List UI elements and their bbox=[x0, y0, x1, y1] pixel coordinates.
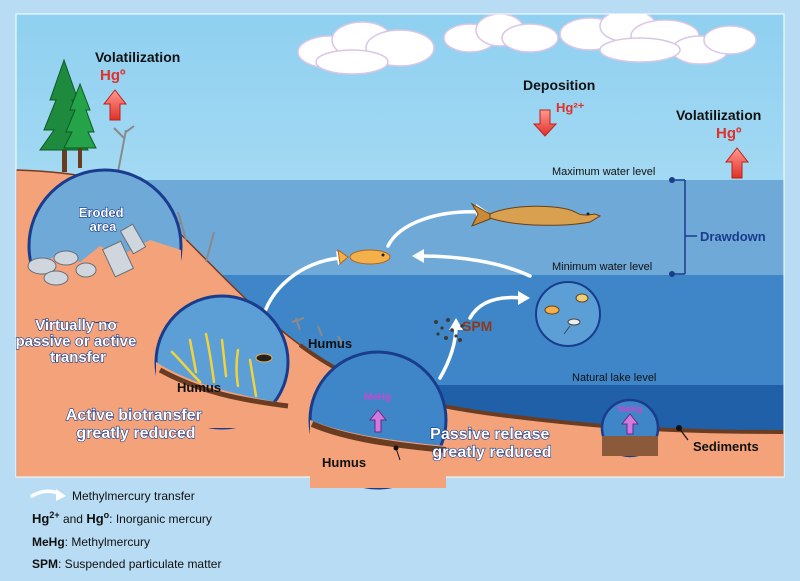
passive-release-label: Passive release greatly reduced bbox=[430, 426, 554, 461]
legend-arrowhead-icon bbox=[56, 489, 66, 501]
minimum-water-level-label: Minimum water level bbox=[552, 261, 652, 273]
eroded-area-label: Eroded area bbox=[79, 205, 127, 234]
legend: Methylmercury transfer Hg2+ and Hgo: Ino… bbox=[30, 489, 221, 571]
legend-inorganic-mercury: Hg2+ and Hgo: Inorganic mercury bbox=[32, 510, 212, 526]
legend-hg2-term: Hg bbox=[32, 511, 49, 526]
eroded-area-circle bbox=[27, 168, 183, 324]
volatilization-arrow-left-icon bbox=[102, 89, 128, 121]
active-biotransfer-line-2: greatly reduced bbox=[76, 425, 195, 442]
mehg-sediment-arrow-icon bbox=[620, 413, 640, 435]
legend-spm-term: SPM bbox=[32, 557, 58, 571]
humus-label-1: Humus bbox=[177, 380, 221, 395]
mehg-label-1: MeHg bbox=[364, 392, 391, 403]
eroded-area-line: area bbox=[90, 219, 118, 234]
volatilization-left-label: Volatilization bbox=[95, 49, 180, 65]
deposition-arrow-icon bbox=[532, 109, 558, 137]
volatilization-right-label: Volatilization bbox=[676, 107, 761, 123]
hg2-label: Hg²⁺ bbox=[556, 100, 585, 115]
humus-label-3: Humus bbox=[322, 455, 366, 470]
legend-mehg-term: MeHg bbox=[32, 535, 65, 549]
natural-lake-level-label: Natural lake level bbox=[572, 372, 656, 384]
legend-and: and bbox=[60, 512, 87, 526]
hg0-left-label: Hgº bbox=[100, 67, 126, 84]
legend-spm: SPM: Suspended particulate matter bbox=[32, 557, 221, 571]
roots-circle bbox=[154, 294, 290, 430]
passive-release-circle bbox=[308, 350, 448, 490]
pike-icon bbox=[470, 202, 602, 227]
dead-tree-icon bbox=[113, 125, 135, 173]
sediments-label: Sediments bbox=[693, 439, 759, 454]
whitefish-icon bbox=[337, 248, 391, 265]
legend-methylmercury: MeHg: Methylmercury bbox=[32, 535, 150, 549]
mehg-label-2: MeHg bbox=[618, 404, 643, 414]
legend-hg0-term: Hg bbox=[86, 511, 103, 526]
clouds bbox=[297, 14, 757, 75]
mehg-release-arrow-icon bbox=[368, 409, 388, 433]
legend-hg0-sup: o bbox=[104, 510, 110, 520]
eroded-area-line: Eroded bbox=[79, 205, 124, 220]
sediment-circle bbox=[600, 398, 689, 458]
humus-label-2: Humus bbox=[308, 336, 352, 351]
legend-mehg-desc: : Methylmercury bbox=[65, 535, 150, 549]
legend-methylmercury-transfer: Methylmercury transfer bbox=[72, 489, 195, 503]
hg0-right-label: Hgº bbox=[716, 125, 742, 142]
virtually-no-line-2: passive or active bbox=[15, 333, 136, 350]
maximum-water-level-label: Maximum water level bbox=[552, 166, 655, 178]
legend-hg2-sup: 2+ bbox=[49, 510, 59, 520]
plankton-bubble bbox=[535, 281, 601, 347]
drawdown-bracket bbox=[669, 177, 697, 277]
active-biotransfer-label: Active biotransfer greatly reduced bbox=[66, 407, 207, 442]
trees bbox=[39, 58, 135, 173]
virtually-no-transfer-label: Virtually no passive or active transfer bbox=[15, 317, 140, 366]
passive-release-line-1: Passive release bbox=[430, 426, 549, 443]
passive-release-line-2: greatly reduced bbox=[432, 444, 551, 461]
deposition-label: Deposition bbox=[523, 77, 595, 93]
active-biotransfer-line-1: Active biotransfer bbox=[66, 407, 202, 424]
legend-spm-desc: : Suspended particulate matter bbox=[58, 557, 221, 571]
drawdown-label: Drawdown bbox=[700, 229, 766, 244]
virtually-no-line-3: transfer bbox=[50, 349, 106, 366]
virtually-no-line-1: Virtually no bbox=[35, 317, 116, 334]
spm-particles bbox=[434, 318, 464, 342]
legend-inorganic-desc: : Inorganic mercury bbox=[109, 512, 212, 526]
spm-label: SPM bbox=[462, 318, 492, 334]
volatilization-arrow-right-icon bbox=[724, 147, 750, 179]
